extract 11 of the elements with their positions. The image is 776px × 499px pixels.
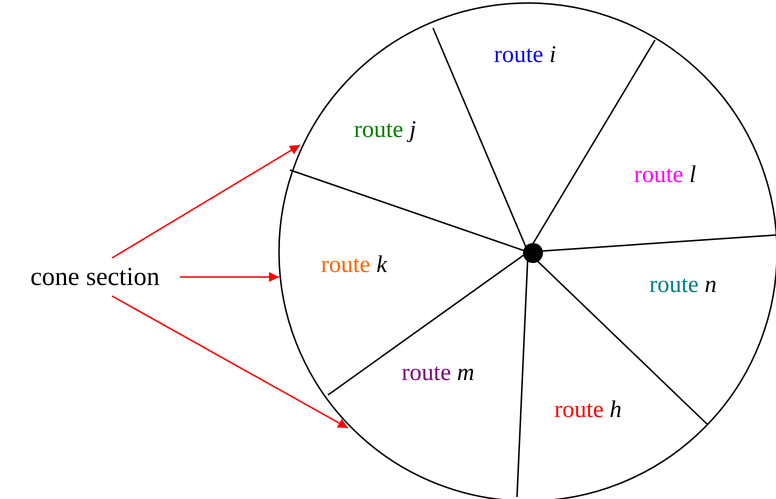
sector-label: route h: [554, 396, 622, 424]
leader-arrow: [180, 272, 279, 282]
sector-label: route m: [402, 360, 474, 387]
leader-arrow: [112, 144, 300, 259]
leader-arrow: [112, 295, 348, 429]
sector-label: route k: [321, 252, 387, 278]
sector-label: route j: [354, 116, 416, 144]
sector-label: route n: [649, 272, 717, 298]
sector-label: route i: [494, 42, 556, 68]
sector-label: route l: [634, 162, 696, 188]
callout-text: cone section: [30, 262, 160, 292]
